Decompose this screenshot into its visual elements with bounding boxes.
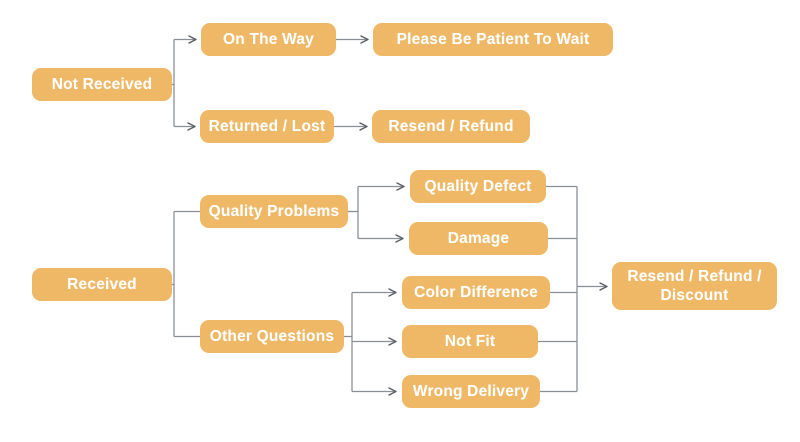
node-resend-refund[interactable]: Resend / Refund <box>372 110 530 143</box>
node-received[interactable]: Received <box>32 268 172 301</box>
node-resend-refund-discount[interactable]: Resend / Refund / Discount <box>612 262 777 310</box>
node-damage[interactable]: Damage <box>409 222 548 255</box>
node-on-the-way[interactable]: On The Way <box>201 23 336 56</box>
node-please-be-patient-to-wait[interactable]: Please Be Patient To Wait <box>373 23 613 56</box>
node-not-fit[interactable]: Not Fit <box>402 325 538 358</box>
node-returned-lost[interactable]: Returned / Lost <box>200 110 334 143</box>
node-not-received[interactable]: Not Received <box>32 68 172 101</box>
node-quality-problems[interactable]: Quality Problems <box>200 195 348 228</box>
node-wrong-delivery[interactable]: Wrong Delivery <box>402 375 540 408</box>
node-other-questions[interactable]: Other Questions <box>200 320 344 353</box>
node-color-difference[interactable]: Color Difference <box>402 276 550 309</box>
node-quality-defect[interactable]: Quality Defect <box>410 170 546 203</box>
